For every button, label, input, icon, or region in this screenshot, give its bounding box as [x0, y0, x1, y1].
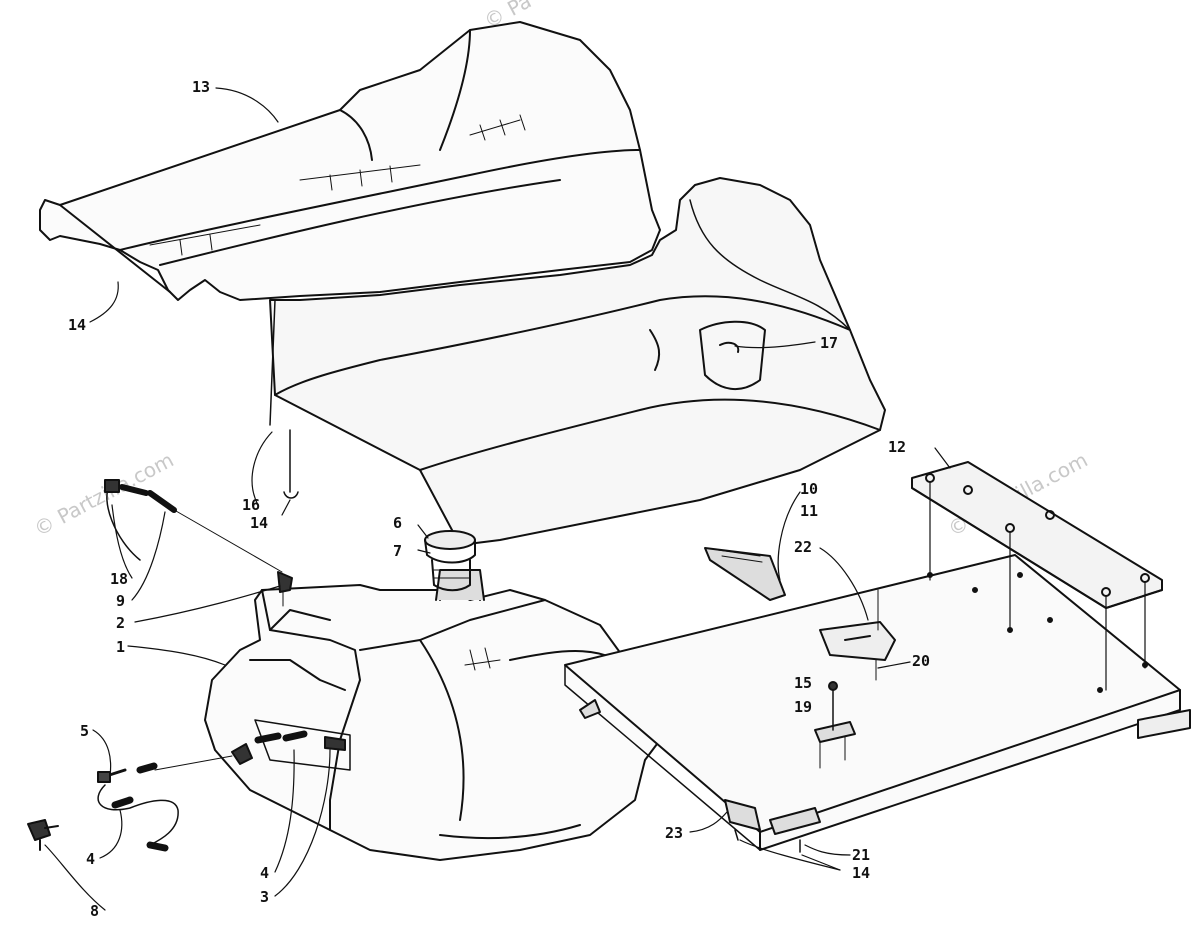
- callout-9: 9: [116, 592, 126, 610]
- callout-17: 17: [820, 334, 839, 352]
- callout-1: 1: [116, 638, 126, 656]
- fuel-cap: [424, 530, 476, 592]
- callout-23: 23: [665, 824, 684, 842]
- seat-cushion: [39, 21, 661, 301]
- callout-14-seat: 14: [68, 316, 87, 334]
- callout-14-base: 14: [250, 514, 269, 532]
- callout-19: 19: [794, 698, 813, 716]
- callout-12: 12: [888, 438, 907, 456]
- callout-8: 8: [90, 902, 100, 920]
- callout-4-left: 4: [86, 850, 96, 868]
- callout-16: 16: [242, 496, 261, 514]
- callout-6: 6: [393, 514, 403, 532]
- leader-lines: [44, 87, 951, 911]
- callout-13: 13: [192, 78, 211, 96]
- callout-3: 3: [260, 888, 270, 906]
- top-plate: [911, 461, 1163, 691]
- callout-14-clip: 14: [852, 864, 871, 882]
- callout-18: 18: [110, 570, 129, 588]
- seat-base: [269, 177, 886, 546]
- callout-22: 22: [794, 538, 813, 556]
- callout-2: 2: [116, 614, 126, 632]
- callout-4-right: 4: [260, 864, 270, 882]
- callout-11: 11: [800, 502, 819, 520]
- fuel-tank: [204, 569, 661, 861]
- mounting-board: [564, 554, 1191, 851]
- callout-20: 20: [912, 652, 931, 670]
- callout-21: 21: [852, 846, 871, 864]
- callout-7: 7: [393, 542, 403, 560]
- callout-10: 10: [800, 480, 819, 498]
- callout-15: 15: [794, 674, 813, 692]
- callout-5: 5: [80, 722, 90, 740]
